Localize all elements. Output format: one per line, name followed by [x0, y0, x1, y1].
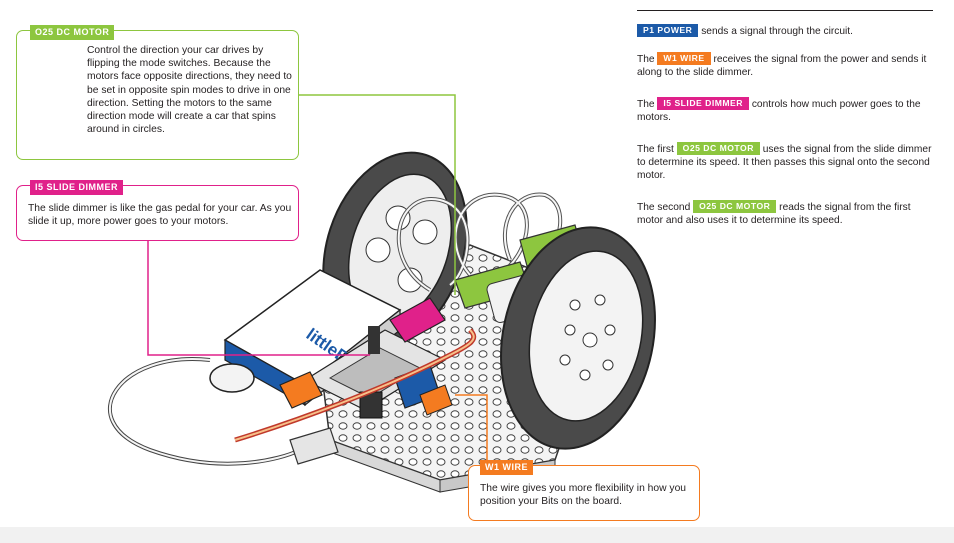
wire-connector	[419, 384, 453, 416]
step-dimmer-lead: The	[637, 99, 658, 110]
wire-callout-tag: w1 WIRE	[480, 460, 533, 475]
power-plug	[289, 427, 339, 465]
motor-callout-tag: o25 DC MOTOR	[30, 25, 115, 40]
wire-callout-text: The wire gives you more flexibility in h…	[480, 483, 687, 508]
first-motor-chip: o25 DC MOTOR	[676, 142, 760, 155]
step-wire-lead: The	[637, 54, 658, 65]
step-wire-text: receives the signal from the power and s…	[637, 54, 927, 78]
step-power: p1 POWER sends a signal through the circ…	[637, 24, 937, 39]
dimmer-callout-text: The slide dimmer is like the gas pedal f…	[28, 203, 292, 228]
step-second-motor-text: reads the signal from the first motor an…	[637, 202, 911, 226]
wire-leader-line	[455, 394, 488, 465]
step-dimmer: The i5 SLIDE DIMMER controls how much po…	[637, 97, 937, 125]
power-connector	[279, 371, 323, 409]
step-first-motor: The first o25 DC MOTOR uses the signal f…	[637, 142, 937, 182]
motor-callout	[16, 30, 299, 160]
motor-callout-text: Control the direction your car drives by…	[87, 45, 292, 136]
step-dimmer-text: controls how much power goes to the moto…	[637, 99, 921, 123]
step-second-motor-lead: The second	[637, 202, 694, 213]
dimmer-chip: i5 SLIDE DIMMER	[657, 97, 749, 110]
dimmer-callout-tag: i5 SLIDE DIMMER	[30, 180, 124, 195]
slide-dimmer-bit	[303, 297, 447, 411]
step-first-motor-text: uses the signal from the slide dimmer to…	[637, 144, 932, 181]
step-first-motor-lead: The first	[637, 144, 677, 155]
bottom-band	[0, 527, 954, 543]
wire-chip: w1 WIRE	[657, 52, 711, 65]
motor-leader-line	[298, 94, 456, 295]
slider-knob	[368, 326, 380, 354]
step-power-text: sends a signal through the circuit.	[698, 26, 853, 37]
dimmer-leader-line	[147, 240, 370, 356]
step-second-motor: The second o25 DC MOTOR reads the signal…	[637, 200, 937, 228]
step-wire: The w1 WIRE receives the signal from the…	[637, 52, 937, 80]
power-chip: p1 POWER	[637, 24, 699, 37]
top-rule	[637, 10, 933, 11]
second-motor-chip: o25 DC MOTOR	[693, 200, 777, 213]
front-right-wheel	[500, 226, 656, 450]
